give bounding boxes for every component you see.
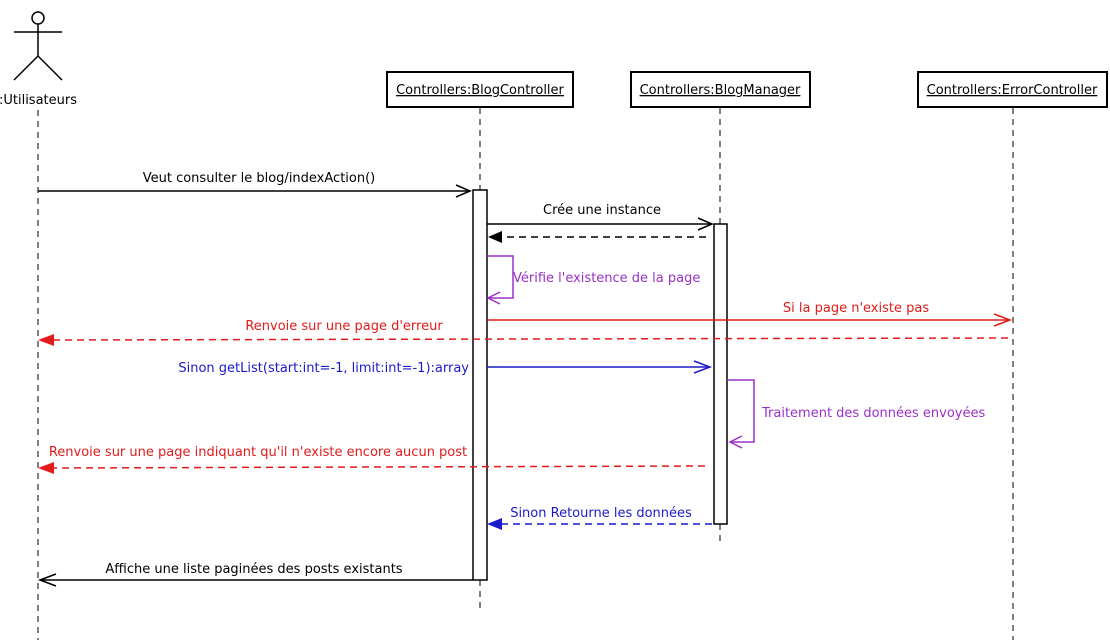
actor-stick-figure bbox=[13, 11, 63, 81]
message-label-get-list: Sinon getList(start:int=-1, limit:int=-1… bbox=[178, 361, 469, 376]
message-label-verify-page: Vérifie l'existence de la page bbox=[513, 271, 700, 286]
blog-manager-box bbox=[630, 71, 811, 108]
message-label-create-instance: Crée une instance bbox=[543, 203, 661, 218]
message-label-process-data: Traitement des données envoyées bbox=[761, 406, 985, 421]
error-controller-box bbox=[917, 71, 1108, 108]
message-label-no-post-return: Renvoie sur une page indiquant qu'il n'e… bbox=[49, 445, 467, 460]
error-controller-label: Controllers:ErrorController bbox=[927, 83, 1098, 98]
actor-label: :Utilisateurs bbox=[0, 93, 77, 108]
message-label-display-list: Affiche une liste paginées des posts exi… bbox=[105, 562, 402, 577]
message-display-list: Affiche une liste paginées des posts exi… bbox=[37, 562, 473, 587]
message-get-list: Sinon getList(start:int=-1, limit:int=-1… bbox=[178, 360, 713, 376]
message-verify-page: Vérifie l'existence de la page bbox=[486, 255, 700, 305]
message-error-page-return: Renvoie sur une page d'erreur bbox=[38, 319, 1009, 346]
message-instance-return bbox=[488, 231, 706, 243]
message-return-data: Sinon Retourne les données bbox=[487, 506, 712, 530]
message-create-instance: Crée une instance bbox=[487, 203, 714, 231]
blog-manager-activation bbox=[713, 223, 728, 525]
blog-manager-label: Controllers:BlogManager bbox=[640, 83, 801, 98]
message-label-error-page-return: Renvoie sur une page d'erreur bbox=[245, 319, 443, 334]
message-label-return-data: Sinon Retourne les données bbox=[510, 506, 692, 521]
blog-controller-activation bbox=[472, 189, 488, 581]
message-request-index: Veut consulter le blog/indexAction() bbox=[38, 171, 472, 198]
blog-controller-box bbox=[386, 71, 574, 108]
message-label-page-not-exist: Si la page n'existe pas bbox=[783, 301, 929, 316]
message-page-not-exist: Si la page n'existe pas bbox=[487, 301, 1013, 327]
message-label-request-index: Veut consulter le blog/indexAction() bbox=[143, 171, 376, 186]
blog-controller-label: Controllers:BlogController bbox=[396, 83, 564, 98]
message-no-post-return: Renvoie sur une page indiquant qu'il n'e… bbox=[38, 445, 706, 474]
message-process-data: Traitement des données envoyées bbox=[727, 379, 985, 449]
